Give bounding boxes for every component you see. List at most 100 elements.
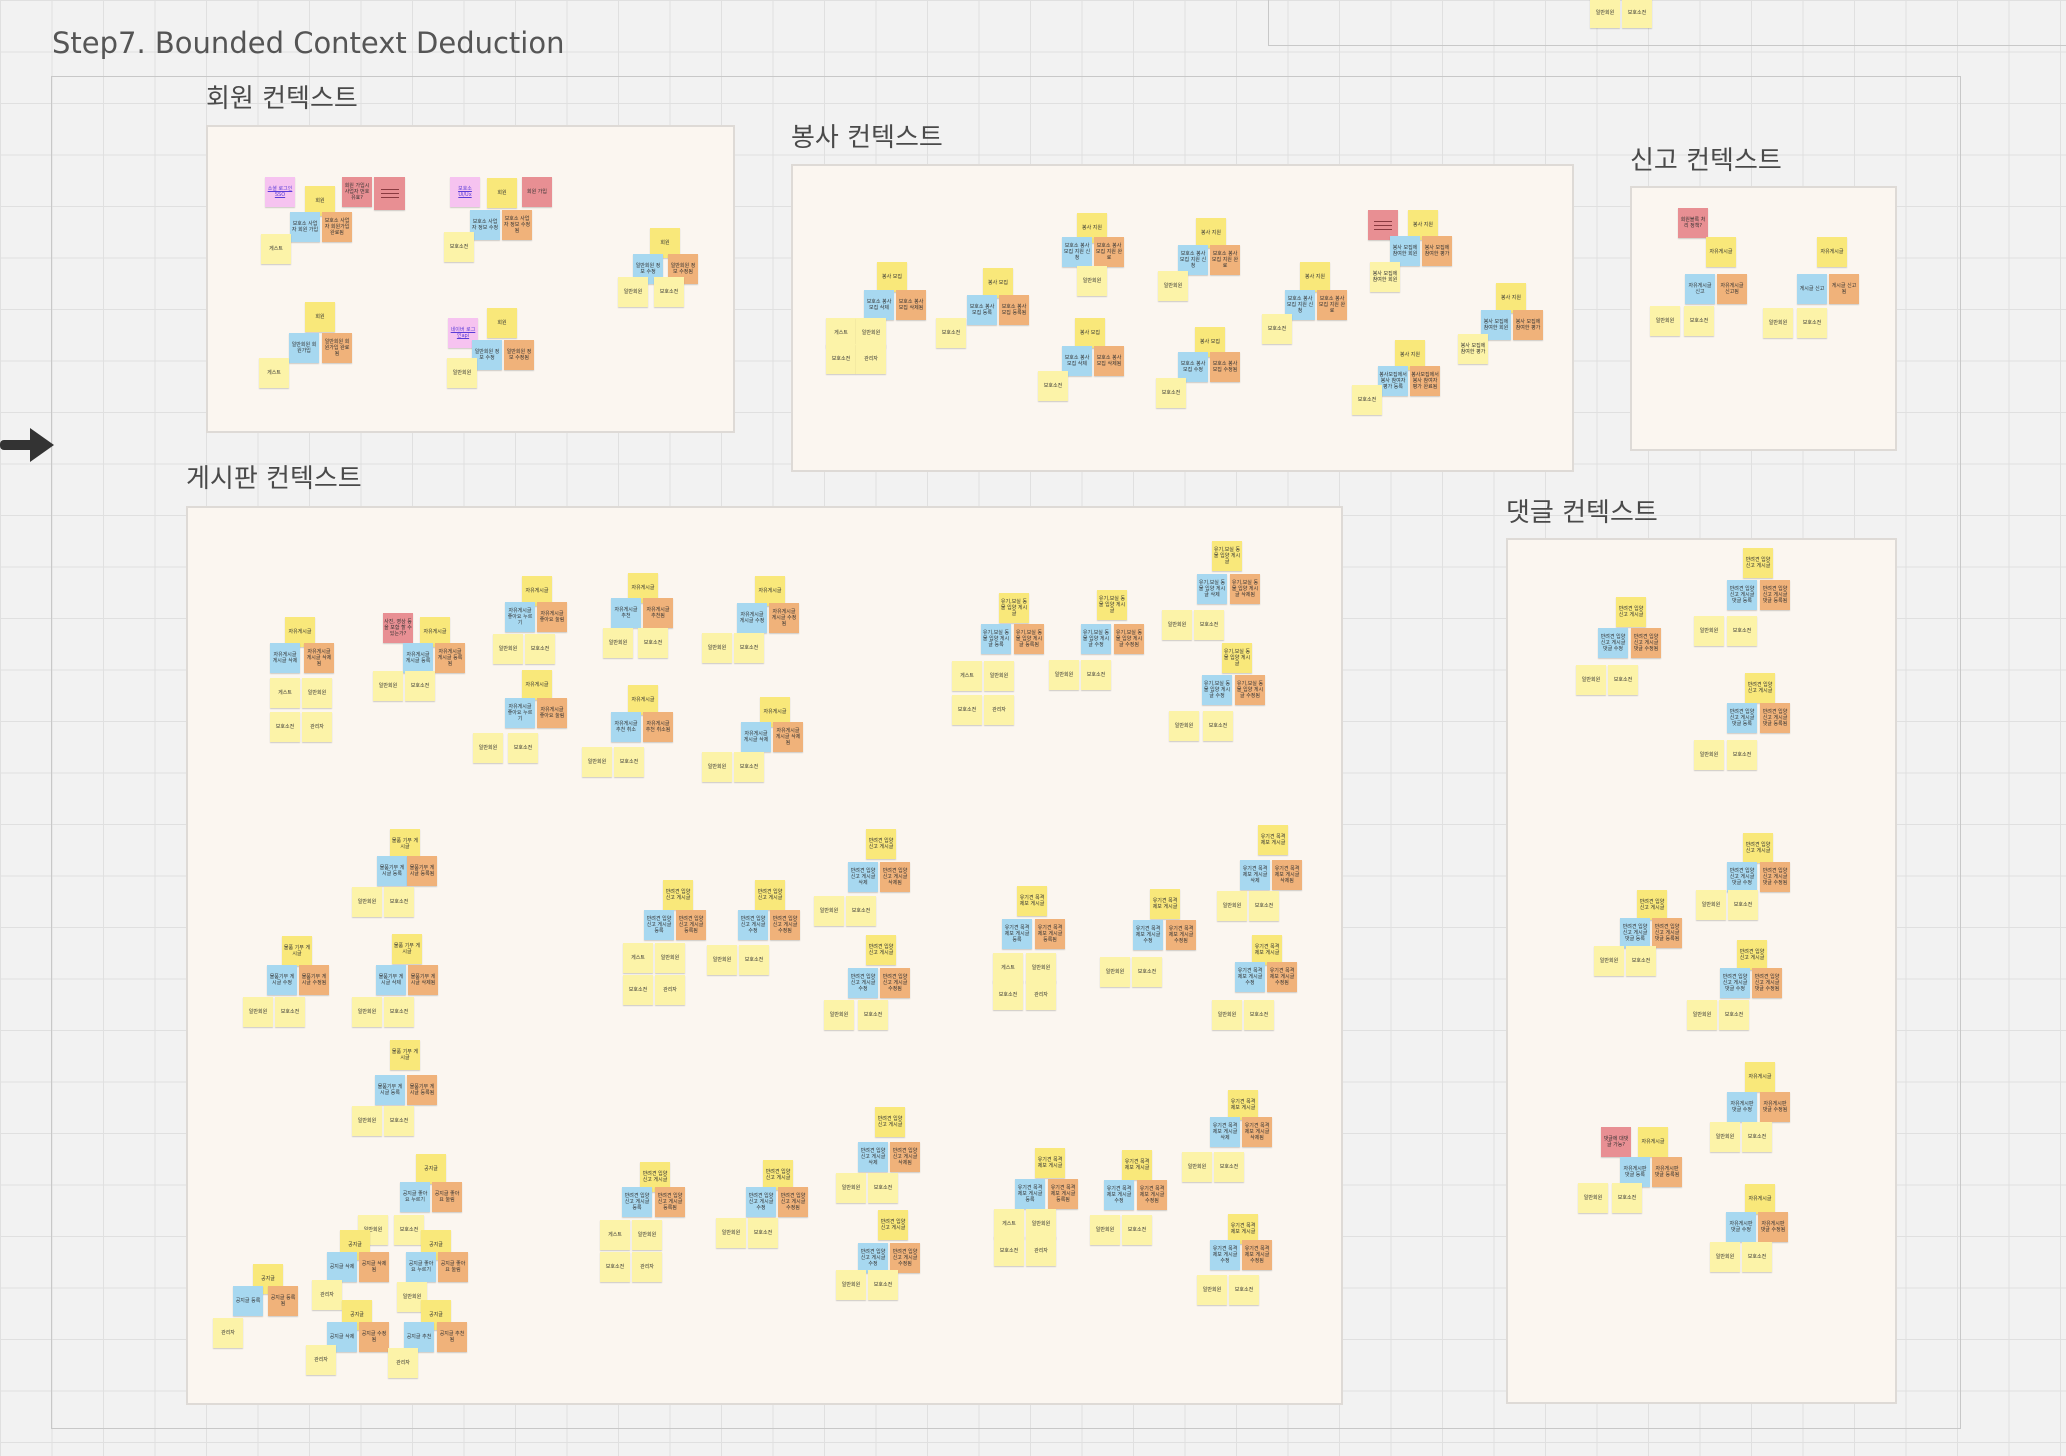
sticky-note-actor[interactable]: 보호소전 — [1742, 1122, 1772, 1152]
sticky-note-actor[interactable]: 보호소전 — [1214, 1152, 1244, 1182]
sticky-note[interactable]: 보호소전 — [1622, 0, 1652, 28]
sticky-note-command[interactable]: 자유게시글 좋아요 누르기 — [505, 602, 535, 632]
sticky-note-actor[interactable]: 봉사 모집에 참여한 회원 — [1370, 262, 1400, 292]
sticky-note-actor[interactable]: 보호소전 — [739, 945, 769, 975]
sticky-note-actor[interactable]: 관리자 — [302, 712, 332, 742]
sticky-note-actor[interactable]: 일반회원 — [1026, 1209, 1056, 1239]
sticky-note-actor[interactable]: 일반회원 — [1169, 711, 1199, 741]
sticky-note-event[interactable]: 자유게시글 게시글 삭제됨 — [304, 643, 334, 673]
sticky-note-event[interactable]: 반려견 입양신고 게시글 댓글 등록됨 — [1760, 580, 1790, 610]
sticky-note-actor[interactable]: 보호소전 — [1728, 890, 1758, 920]
sticky-note-command[interactable]: 일반회원 회원가입 — [289, 333, 319, 363]
sticky-note-actor[interactable]: 보호소전 — [858, 1000, 888, 1030]
sticky-note-ui[interactable]: 소셜 로그인 SSO — [265, 177, 295, 207]
sticky-note-event[interactable]: 봉사 모집에 참여한 평가 — [1513, 310, 1543, 340]
sticky-note-event[interactable]: 반려견 입양신고 게시글 댓글 수정됨 — [1631, 628, 1661, 658]
sticky-note-event[interactable]: 공지글 삭제됨 — [359, 1252, 389, 1282]
sticky-note-aggregate[interactable]: 자유게시글 — [1745, 1062, 1775, 1092]
sticky-note-actor[interactable]: 일반회원 — [493, 634, 523, 664]
sticky-note-event[interactable]: 반려견 입양신고 게시글 등록됨 — [655, 1187, 685, 1217]
sticky-note-actor[interactable]: 보호소전 — [508, 733, 538, 763]
sticky-note-command[interactable]: 자유게시글 좋아요 누르기 — [505, 698, 535, 728]
sticky-note-aggregate[interactable]: 유기견 목격제보 게시글 — [1017, 886, 1047, 916]
sticky-note-event[interactable]: 자유게시글 좋아요 눌림 — [537, 698, 567, 728]
sticky-note-event[interactable]: 유기견 목격제보 게시글 수정됨 — [1242, 1240, 1272, 1270]
sticky-note-actor[interactable]: 보호소전 — [444, 232, 474, 262]
sticky-note-policy[interactable]: 회원블록 처리 정책? — [1678, 208, 1708, 238]
sticky-note-actor[interactable]: 보호소전 — [1727, 740, 1757, 770]
sticky-note-aggregate[interactable]: 반려견 입양신고 게시글 — [1743, 548, 1773, 578]
sticky-note-command[interactable]: 반려견 입양신고 게시글 수정 — [848, 968, 878, 998]
sticky-note-event[interactable]: 자유게시글 신고됨 — [1717, 274, 1747, 304]
sticky-note-event[interactable]: 자유게시글 게시글 수정됨 — [769, 603, 799, 633]
sticky-note-command[interactable]: 반려견 입양신고 게시글 수정 — [746, 1187, 776, 1217]
sticky-note-command[interactable]: 반려견 입양신고 게시글 댓글 등록 — [1727, 703, 1757, 733]
sticky-note-aggregate[interactable]: 유기,보실 동물 입양 게시글 — [1212, 541, 1242, 571]
sticky-note-command[interactable]: 반려견 입양신고 게시글 등록 — [622, 1187, 652, 1217]
sticky-note-actor[interactable]: 게스트 — [826, 318, 856, 348]
sticky-note-event[interactable]: 반려견 입양신고 게시글 수정됨 — [880, 968, 910, 998]
sticky-note-actor[interactable]: 게스트 — [259, 358, 289, 388]
sticky-note-event[interactable]: 자유게시글 게시글 삭제됨 — [773, 722, 803, 752]
sticky-note-command[interactable]: 자유게시글 신고 — [1685, 274, 1715, 304]
sticky-note-actor[interactable]: 게스트 — [952, 661, 982, 691]
sticky-note-event[interactable]: 공지글 좋아요 눌림 — [438, 1252, 468, 1282]
sticky-note-actor[interactable]: 일반회원 — [302, 678, 332, 708]
sticky-note-command[interactable]: 유기견 목격제보 게시글 삭제 — [1210, 1117, 1240, 1147]
sticky-note-actor[interactable]: 일반회원 — [1026, 953, 1056, 983]
sticky-note-aggregate[interactable]: 반려견 입양신고 게시글 — [1637, 890, 1667, 920]
sticky-note-command[interactable]: 공지글 추천 — [404, 1322, 434, 1352]
sticky-note-event[interactable]: 반려견 입양신고 게시글 댓글 수정됨 — [1752, 968, 1782, 998]
sticky-note-actor[interactable]: 보호소전 — [270, 712, 300, 742]
sticky-note-actor[interactable]: 일반회원 — [1182, 1152, 1212, 1182]
sticky-note-command[interactable]: 자유게시글 추천 — [611, 598, 641, 628]
sticky-note-aggregate[interactable]: 반려견 입양신고 게시글 — [1616, 597, 1646, 627]
sticky-note-aggregate[interactable]: 자유게시글 — [1817, 237, 1847, 267]
sticky-note-event[interactable]: 자유게시글 게시글 등록됨 — [435, 643, 465, 673]
sticky-note-actor[interactable]: 게스트 — [261, 234, 291, 264]
sticky-note-event[interactable]: 보호소 사업자 회원가입 완료됨 — [322, 212, 352, 242]
sticky-note-command[interactable]: 자유게시글 게시글 등록 — [403, 643, 433, 673]
sticky-note-command[interactable]: 게시글 신고 — [1797, 274, 1827, 304]
sticky-note-event[interactable]: 봉사모집에서 봉사 참여자 평가 완료됨 — [1410, 366, 1440, 396]
sticky-note-command[interactable]: 반려견 입양신고 게시글 삭제 — [848, 862, 878, 892]
sticky-note-aggregate[interactable]: 회원 — [487, 178, 517, 208]
sticky-note-actor[interactable]: 보호소전 — [1132, 957, 1162, 987]
sticky-note-actor[interactable]: 보호소전 — [384, 887, 414, 917]
sticky-note-event[interactable]: 반려견 입양신고 게시글 댓글 등록됨 — [1760, 703, 1790, 733]
sticky-note-actor[interactable]: 관리자 — [655, 975, 685, 1005]
sticky-note-event[interactable]: 보호소 봉사모집 지원 완료 — [1210, 245, 1240, 275]
sticky-note-event[interactable]: 물품기부 게시글 수정됨 — [299, 965, 329, 995]
sticky-note-actor[interactable]: 관리자 — [213, 1318, 243, 1348]
sticky-note-aggregate[interactable]: 반려견 입양신고 게시글 — [866, 935, 896, 965]
sticky-note-actor[interactable]: 보호소전 — [614, 747, 644, 777]
sticky-note-actor[interactable]: 일반회원 — [836, 1270, 866, 1300]
sticky-note-event[interactable]: 반려견 입양신고 게시글 수정됨 — [778, 1187, 808, 1217]
sticky-note-command[interactable]: 반려견 입양신고 게시글 댓글 수정 — [1720, 968, 1750, 998]
sticky-note-aggregate[interactable]: 회원 — [650, 228, 680, 258]
sticky-note-actor[interactable]: 일반회원 — [352, 997, 382, 1027]
sticky-note-command[interactable]: 반려견 입양신고 게시글 삭제 — [858, 1142, 888, 1172]
sticky-note-event[interactable]: 반려견 입양신고 게시글 댓글 등록됨 — [1652, 918, 1682, 948]
sticky-note-actor[interactable]: 관리자 — [306, 1345, 336, 1375]
sticky-note-event[interactable]: 물품기부 게시글 등록됨 — [407, 1075, 437, 1105]
sticky-note-actor[interactable]: 일반회원 — [1710, 1242, 1740, 1272]
sticky-note-actor[interactable]: 일반회원 — [373, 671, 403, 701]
sticky-note-aggregate[interactable]: 물품 기부 게시글 — [392, 934, 422, 964]
sticky-note-command[interactable]: 보호소 봉사모집 지원 신청 — [1062, 237, 1092, 267]
sticky-note-command[interactable]: 물품기부 게시글 등록 — [377, 856, 407, 886]
comment-context-frame[interactable] — [1506, 538, 1897, 1404]
sticky-note-actor[interactable]: 일반회원 — [1578, 1183, 1608, 1213]
sticky-note-actor[interactable]: 일반회원 — [1594, 946, 1624, 976]
sticky-note-actor[interactable]: 일반회원 — [1763, 308, 1793, 338]
sticky-note-command[interactable]: 자유게시판 댓글 수정 — [1726, 1212, 1756, 1242]
sticky-note-actor[interactable]: 일반회원 — [655, 943, 685, 973]
sticky-note-aggregate[interactable]: 반려견 입양신고 게시글 — [663, 880, 693, 910]
sticky-note-command[interactable]: 자유게시글 게시글 삭제 — [270, 643, 300, 673]
sticky-note-actor[interactable]: 일반회원 — [1694, 740, 1724, 770]
sticky-note-actor[interactable]: 보호소전 — [952, 695, 982, 725]
sticky-note-aggregate[interactable]: 반려견 입양신고 게시글 — [866, 829, 896, 859]
sticky-note-actor[interactable]: 일반회원 — [1710, 1122, 1740, 1152]
sticky-note-aggregate[interactable]: 회원 — [305, 186, 335, 216]
sticky-note-actor[interactable]: 보호소전 — [1229, 1275, 1259, 1305]
